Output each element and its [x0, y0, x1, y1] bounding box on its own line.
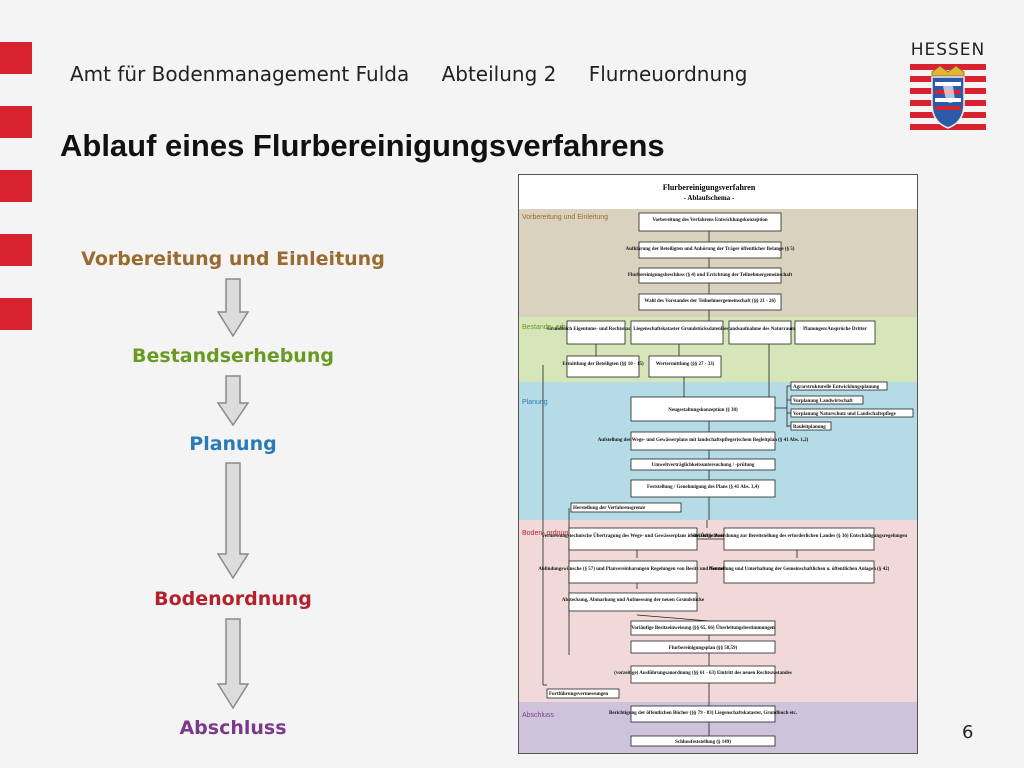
schema-box-text: Vermessungstechnische Übertragung des We…	[542, 533, 725, 539]
header-org: Amt für Bodenmanagement Fulda	[70, 62, 410, 86]
header-section: Flurneuordnung	[588, 62, 748, 86]
schema-box	[566, 355, 640, 378]
schema-box-text: Flurbereinigungsplan (§§ 58,59)	[669, 646, 738, 651]
zone-label-land-reallocation: Boden- ordnung	[522, 530, 572, 537]
schema-box	[638, 241, 782, 259]
schema-diagram: Flurbereinigungsverfahren - Ablaufschema…	[519, 183, 917, 753]
schema-box	[630, 320, 724, 345]
down-arrow-icon	[216, 278, 250, 338]
schema-box-text: Vorplanung Landwirtschaft	[793, 399, 853, 404]
schema-box-text: Absteckung, Abmarkung und Aufmessung der…	[562, 598, 705, 603]
schema-box-text: Wahl des Vorstandes der Teilnehmergemein…	[644, 299, 776, 304]
phase-completion: Abschluss	[179, 717, 287, 739]
schema-box	[630, 705, 776, 723]
schema-box-text: Wertermittlung (§§ 27 - 33)	[656, 362, 715, 367]
zone-label-preparation: Vorbereitung und Einleitung	[522, 214, 608, 221]
schema-box	[790, 408, 914, 418]
schema-box	[638, 267, 782, 284]
header-department: Abteilung 2	[441, 62, 557, 86]
schema-box	[648, 355, 722, 378]
brand-stripe	[0, 170, 32, 202]
schema-box-text: Liegenschaftskataster Grundstücksdaten	[633, 327, 721, 332]
schema-box	[790, 395, 864, 405]
page-number: 6	[962, 722, 974, 743]
phase-preparation: Vorbereitung und Einleitung	[81, 248, 385, 270]
schema-box-text: Aufstellung des Wege- und Gewässerplans …	[598, 438, 809, 443]
down-arrow-icon	[216, 375, 250, 427]
schema-box-text: Aufklärung der Beteiligten und Anhörung …	[626, 247, 795, 252]
zone-label-planning: Planung	[522, 399, 548, 406]
schema-box-text: Fortführungsvermessungen	[549, 692, 608, 697]
brand-logo: HESSEN	[910, 40, 986, 140]
schema-box	[630, 640, 776, 654]
schema-box	[723, 527, 875, 551]
schema-box	[568, 592, 698, 612]
slide-title: Ablauf eines Flurbereinigungsverfahrens	[60, 128, 665, 163]
down-arrow-icon	[216, 462, 250, 580]
schema-box	[568, 527, 698, 551]
zone-label-inventory: Bestands- erhebung	[522, 324, 585, 331]
schema-box-text: Berichtigung der öffentlichen Bücher (§§…	[609, 711, 798, 716]
schema-box	[638, 212, 782, 232]
schema-box-text: Schlussfeststellung (§ 149)	[675, 740, 731, 745]
schema-box	[630, 396, 776, 422]
zone-label-completion: Abschluss	[522, 712, 554, 719]
schema-box	[630, 479, 776, 498]
schema-title: Flurbereinigungsverfahren	[663, 183, 756, 192]
schema-box-text: Bauleitplanung	[793, 425, 826, 430]
schema-box	[723, 560, 875, 584]
schema-box	[630, 665, 776, 684]
schema-box	[790, 421, 832, 431]
schema-box	[570, 502, 682, 513]
schema-box	[794, 320, 876, 345]
brand-name: HESSEN	[910, 40, 986, 60]
schema-box-text: Neugestaltungskonzeption (§ 38)	[668, 408, 738, 413]
schema-box-text: Agrarstrukturelle Entwicklungsplanung	[793, 385, 880, 390]
schema-box-text: Vorläufige Besitzeinweisung (§§ 65, 66) …	[631, 625, 775, 631]
schema-box	[630, 431, 776, 451]
down-arrow-icon	[216, 618, 250, 710]
schema-box-text: Vorplanung Naturschutz und Landschaftspf…	[793, 412, 897, 417]
schema-box-text: Vorbereitung des Verfahrens Entwicklungs…	[652, 218, 768, 223]
schema-box	[630, 458, 776, 471]
schema-box-text: Planungen/Ansprüche Dritter	[803, 327, 868, 332]
schema-box-text: Grundbuch Eigentums- und Rechtsnachweise	[547, 327, 645, 332]
schema-box	[630, 620, 776, 636]
schema-box	[568, 560, 698, 584]
schema-box-text: Herstellung der Verfahrensgrenze	[573, 506, 646, 511]
schema-box	[728, 320, 792, 345]
phase-land-reallocation: Bodenordnung	[154, 588, 312, 610]
header: Amt für Bodenmanagement Fulda Abteilung …	[70, 62, 774, 86]
coat-of-arms-icon	[910, 64, 986, 130]
schema-box	[566, 320, 626, 345]
schema-box-text: Vorläufige Anordnung zur Bereitstellung …	[691, 534, 908, 539]
schema-box	[638, 293, 782, 311]
flowchart-schema: Flurbereinigungsverfahren - Ablaufschema…	[518, 174, 918, 754]
brand-stripe	[0, 42, 32, 74]
brand-stripe	[0, 298, 32, 330]
schema-subtitle: - Ablaufschema -	[684, 194, 735, 202]
schema-box-text: Umweltverträglichkeitsuntersuchung / -pr…	[652, 463, 755, 468]
schema-box-text: (vorzeitige) Ausführungsanordnung (§§ 61…	[614, 671, 792, 676]
schema-box-text: Herstellung und Unterhaltung der Gemeins…	[709, 567, 890, 572]
schema-box-text: Ermittlung der Beteiligten (§§ 10 - 15)	[562, 362, 644, 367]
schema-box-text: Bestandsaufnahme des Naturraumes	[721, 327, 800, 332]
brand-stripe	[0, 234, 32, 266]
schema-box	[546, 688, 620, 699]
schema-box-text: Feststellung / Genehmigung des Plans (§ …	[647, 485, 759, 490]
schema-box	[630, 735, 776, 747]
brand-stripe	[0, 106, 32, 138]
phase-planning: Planung	[189, 433, 277, 455]
schema-box	[790, 381, 888, 391]
schema-box-text: Abfindungswünsche (§ 57) und Planvereinb…	[538, 567, 728, 572]
phase-inventory: Bestandserhebung	[132, 345, 334, 367]
schema-box-text: Flurbereinigungsbeschluss (§ 4) und Erri…	[628, 273, 793, 278]
